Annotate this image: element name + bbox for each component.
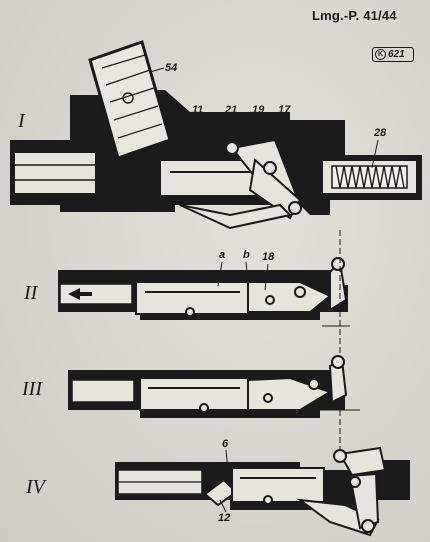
document-reference: Lmg.-P. 41/44	[312, 8, 397, 23]
callout-18: 18	[262, 251, 275, 263]
figure-label-3: III	[22, 378, 42, 400]
callout-a: a	[219, 249, 226, 261]
fig1-recoil-spring	[335, 165, 405, 189]
classification-stamp: K 621	[372, 47, 414, 62]
callout-6: 6	[222, 438, 229, 450]
figure-1-drawing	[10, 40, 422, 230]
figure-label-4: IV	[26, 476, 45, 498]
callout-11: 11	[192, 104, 204, 116]
figure-1-leaders	[149, 67, 379, 169]
callout-19: 19	[252, 104, 265, 116]
figure-2-leaders	[217, 261, 269, 291]
figure-4-drawing	[115, 446, 410, 537]
stamp-symbol: K	[375, 49, 386, 60]
callout-12: 12	[218, 512, 231, 524]
figure-2-drawing	[58, 257, 350, 327]
figure-3-drawing	[68, 355, 360, 418]
callout-17: 17	[278, 104, 291, 116]
figure-label-2: II	[24, 282, 38, 304]
figure-4-leaders	[219, 449, 229, 513]
callout-28: 28	[374, 127, 387, 139]
fig1-bolt	[159, 159, 261, 197]
callout-54: 54	[165, 62, 178, 74]
figure-label-1: I	[18, 110, 25, 132]
fig1-magazine	[88, 40, 172, 160]
callout-21: 21	[225, 104, 238, 116]
callout-b: b	[243, 249, 250, 261]
fig2-direction-arrow	[68, 288, 92, 300]
stamp-number: 621	[388, 49, 405, 60]
